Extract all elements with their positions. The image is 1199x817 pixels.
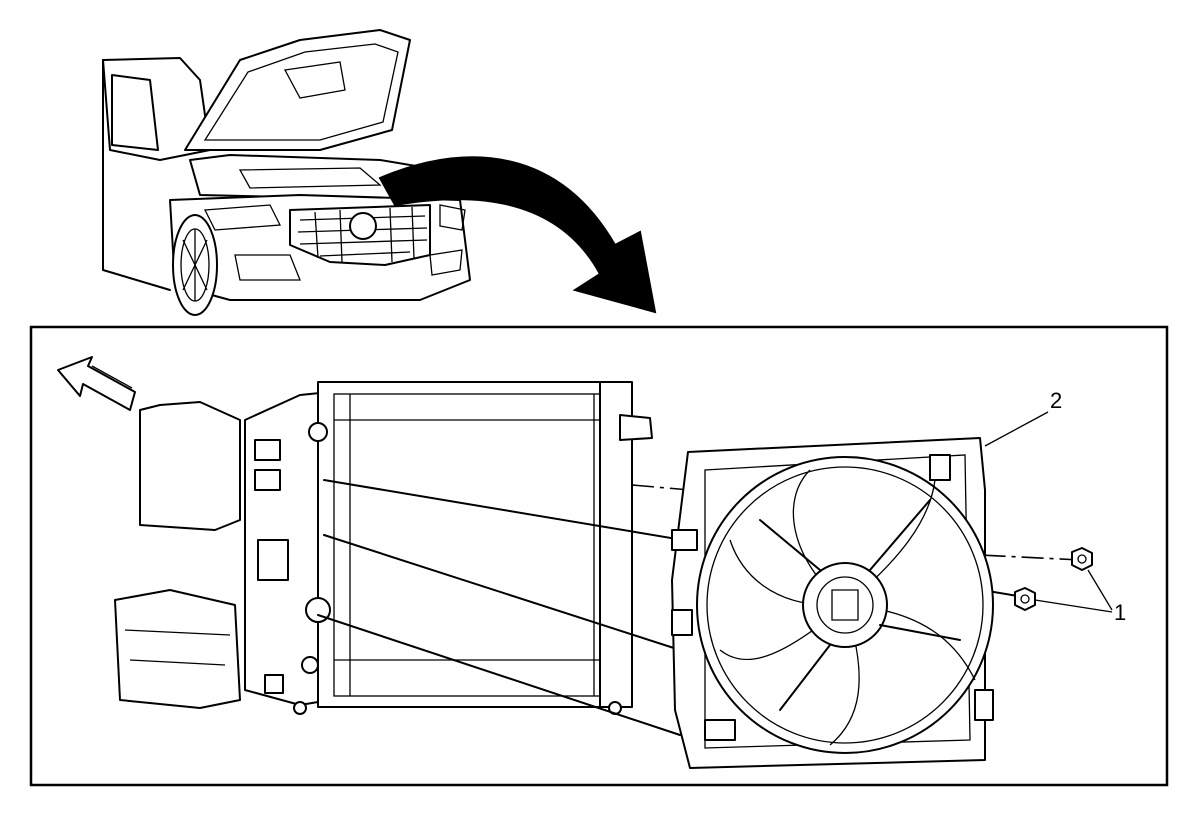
cooling-fan-assembly-icon (671, 437, 994, 769)
front-direction-arrow-icon (57, 356, 136, 411)
radiator-icon (244, 381, 653, 715)
vehicle-icon (102, 29, 471, 316)
nut-icon-lower (1014, 587, 1036, 611)
detail-frame (29, 325, 1169, 787)
callout-1: 1 (1114, 600, 1127, 625)
air-deflector-icon (114, 401, 241, 709)
curved-arrow-icon (378, 156, 657, 314)
nut-icon-upper (1071, 547, 1093, 571)
callout-2: 2 (1050, 388, 1063, 413)
callout-leaders (984, 411, 1113, 613)
